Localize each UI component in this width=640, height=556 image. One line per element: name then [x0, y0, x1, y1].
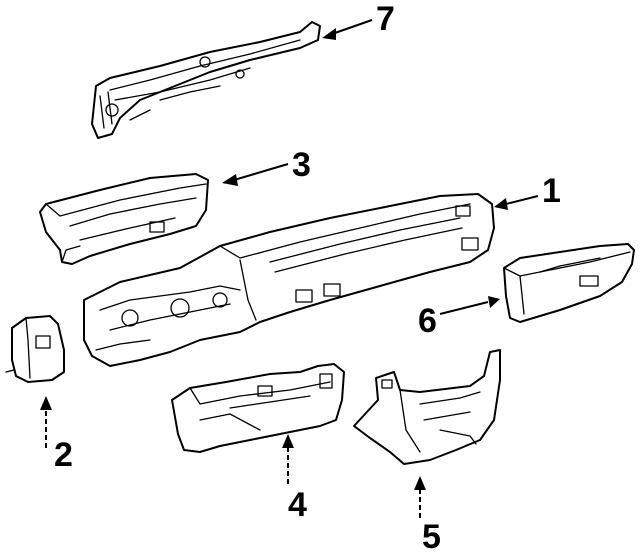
- arrowhead-4: [282, 434, 294, 448]
- arrowhead-3: [222, 174, 238, 186]
- part-1-instrument-panel: [83, 193, 495, 367]
- arrowhead-6: [488, 296, 500, 308]
- callout-2: 2: [54, 436, 73, 474]
- callout-labels: 7 3 1 6 2 4 5: [54, 0, 561, 556]
- arrowhead-1: [494, 198, 508, 210]
- part-3-cluster-hood: [39, 173, 209, 265]
- leader-arrows: [40, 19, 539, 518]
- callout-1: 1: [542, 172, 561, 210]
- callout-3: 3: [292, 146, 311, 184]
- callout-7: 7: [376, 0, 395, 38]
- arrowhead-5: [414, 476, 426, 490]
- leader-7: [331, 19, 373, 35]
- leader-1: [505, 195, 539, 205]
- part-6-glove-box: [503, 243, 635, 323]
- callout-6: 6: [418, 302, 437, 340]
- leader-6: [439, 301, 489, 315]
- leader-3: [233, 163, 289, 181]
- arrowhead-2: [40, 396, 52, 410]
- callout-4: 4: [288, 486, 307, 524]
- part-5-lower-right-cover: [353, 349, 501, 465]
- callout-5: 5: [422, 518, 441, 556]
- part-7-reinforcement-bar: [91, 21, 321, 139]
- part-4-lower-left-cover: [171, 363, 345, 453]
- part-2-side-bracket: [5, 315, 65, 383]
- arrowhead-7: [322, 28, 336, 40]
